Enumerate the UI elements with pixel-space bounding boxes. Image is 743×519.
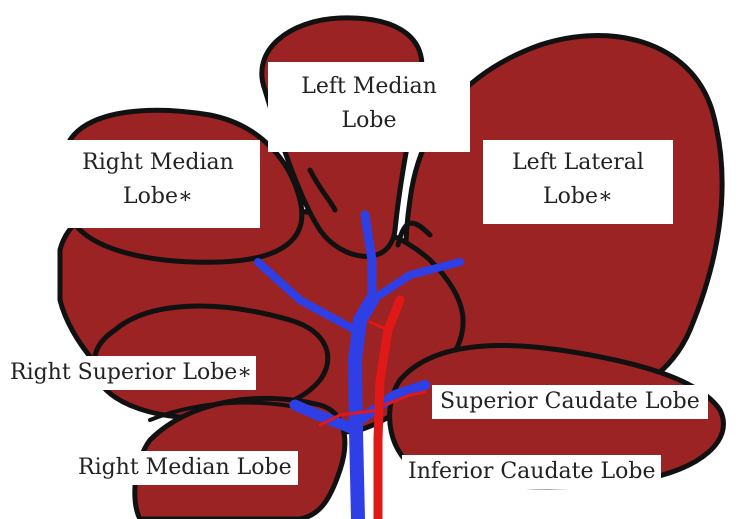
label-left-lateral-line1: Left Lateral bbox=[483, 146, 673, 180]
label-left-median-lobe: Left Median Lobe bbox=[268, 62, 470, 152]
label-right-median-lobe-bottom: Right Median Lobe bbox=[72, 451, 298, 485]
label-right-median-lobe-top: Right Median Lobe∗ bbox=[56, 140, 260, 228]
label-right-superior-lobe: Right Superior Lobe∗ bbox=[6, 356, 256, 390]
label-right-median-top-line2: Lobe∗ bbox=[56, 180, 260, 214]
label-left-lateral-line2: Lobe∗ bbox=[483, 180, 673, 214]
label-left-median-line1: Left Median bbox=[268, 70, 470, 104]
label-inferior-caudate-lobe: Inferior Caudate Lobe bbox=[402, 455, 661, 489]
label-superior-caudate-lobe: Superior Caudate Lobe bbox=[432, 385, 708, 419]
label-left-lateral-lobe: Left Lateral Lobe∗ bbox=[483, 140, 673, 224]
label-left-median-line2: Lobe bbox=[268, 104, 470, 138]
label-right-median-top-line1: Right Median bbox=[56, 146, 260, 180]
